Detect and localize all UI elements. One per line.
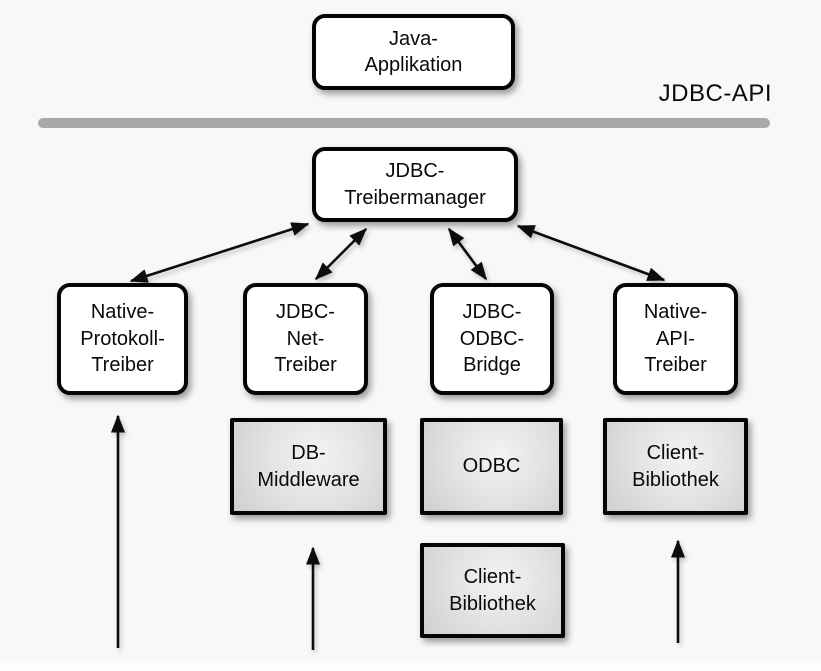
arrow-treibermanager-native-protokoll (129, 222, 310, 283)
node-jdbc-treibermanager: JDBC- Treibermanager (312, 147, 518, 222)
node-client-bibliothek-right: Client- Bibliothek (603, 418, 748, 515)
node-jdbc-odbc-bridge: JDBC- ODBC- Bridge (430, 283, 554, 395)
arrow-treibermanager-jdbc-odbc (447, 227, 488, 281)
node-java-applikation: Java- Applikation (312, 14, 515, 90)
node-db-middleware: DB- Middleware (230, 418, 387, 515)
node-native-protokoll-treiber: Native- Protokoll- Treiber (57, 283, 188, 395)
node-jdbc-net-treiber: JDBC- Net- Treiber (243, 283, 368, 395)
jdbc-api-label: JDBC-API (658, 80, 772, 107)
arrow-treibermanager-jdbc-net (314, 227, 368, 281)
arrow-treibermanager-native-api (516, 224, 666, 282)
bottom-page-edge (0, 656, 821, 671)
node-client-bibliothek-bottom: Client- Bibliothek (420, 543, 565, 638)
node-native-api-treiber: Native- API- Treiber (613, 283, 738, 395)
node-odbc: ODBC (420, 418, 563, 515)
jdbc-api-divider-line (38, 118, 770, 128)
